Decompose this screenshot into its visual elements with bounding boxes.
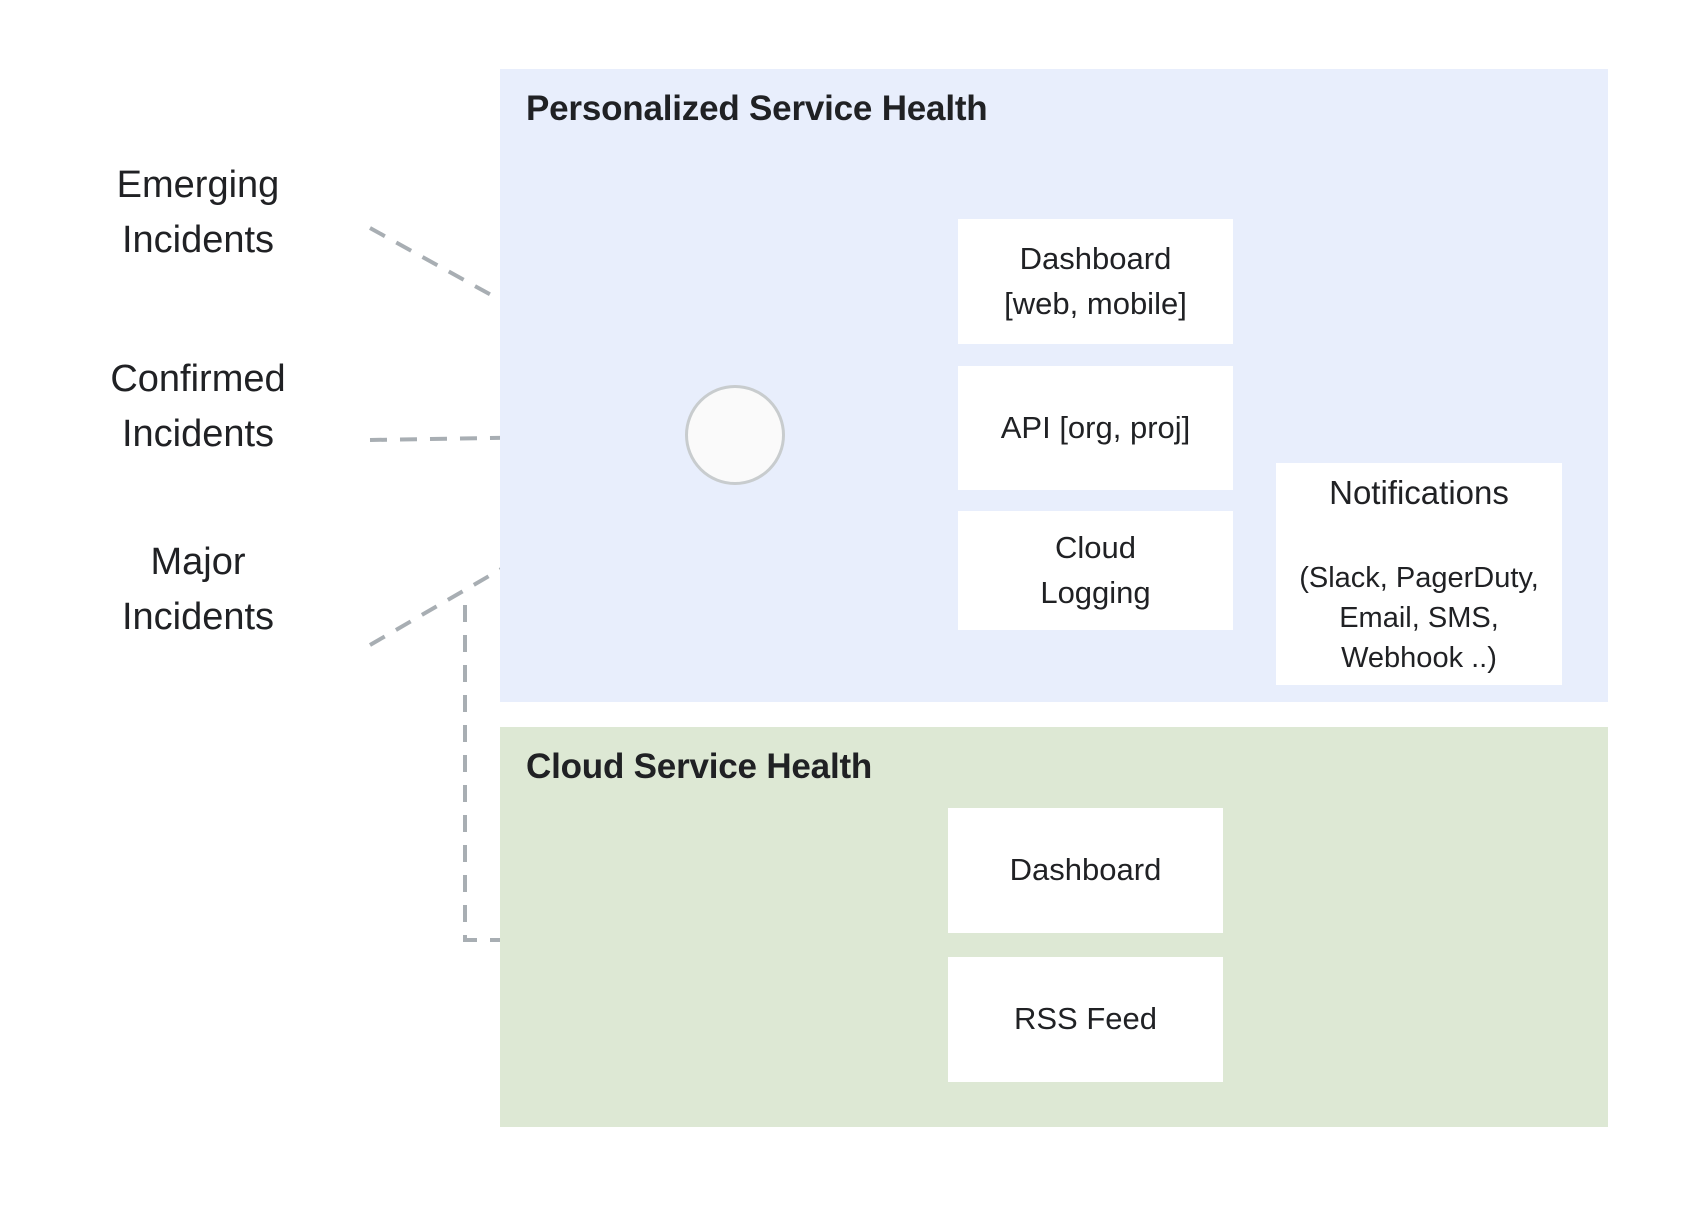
- node-cloud-dashboard[interactable]: Dashboard: [948, 808, 1223, 933]
- notifications-title: Notifications: [1329, 473, 1509, 511]
- personalized-service-health-title: Personalized Service Health: [526, 89, 988, 128]
- node-dashboard-web-mobile[interactable]: Dashboard [web, mobile]: [958, 219, 1233, 344]
- node-notifications[interactable]: Notifications (Slack, PagerDuty, Email, …: [1276, 463, 1562, 685]
- node-cloud-logging[interactable]: Cloud Logging: [958, 511, 1233, 630]
- notifications-channels: (Slack, PagerDuty, Email, SMS, Webhook .…: [1299, 562, 1539, 675]
- cloud-service-health-title: Cloud Service Health: [526, 747, 873, 786]
- node-rss-feed[interactable]: RSS Feed: [948, 957, 1223, 1082]
- node-api-org-proj[interactable]: API [org, proj]: [958, 366, 1233, 490]
- source-label-emerging-incidents: Emerging Incidents: [116, 164, 280, 262]
- source-label-confirmed-incidents: Confirmed Incidents: [110, 358, 286, 456]
- aggregation-hub-node: [685, 385, 785, 485]
- source-label-major-incidents: Major Incidents: [121, 541, 275, 639]
